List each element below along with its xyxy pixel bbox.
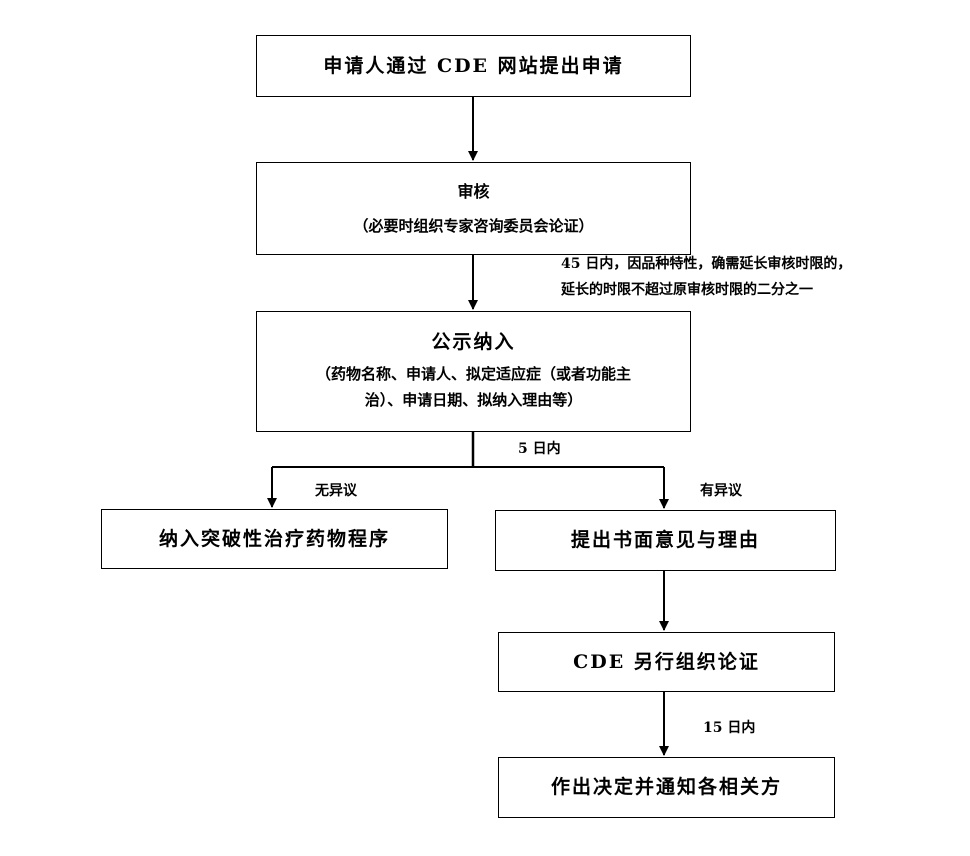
node-decision-text: 作出决定并通知各相关方 [550, 776, 782, 799]
node-publicity: 公示纳入 （药物名称、申请人、拟定适应症（或者功能主 治）、申请日期、拟纳入理由… [256, 311, 691, 432]
node-decision: 作出决定并通知各相关方 [498, 757, 835, 818]
label-review-deadline-line1: 45 日内，因品种特性，确需延长审核时限的， [561, 256, 852, 272]
node-include-text: 纳入突破性治疗药物程序 [158, 527, 390, 550]
node-publicity-line1: （药物名称、申请人、拟定适应症（或者功能主 [315, 365, 631, 384]
label-no-objection: 无异议 [315, 483, 357, 499]
label-publicity-period: 5 日内 [518, 441, 561, 457]
node-objection: 提出书面意见与理由 [495, 510, 836, 571]
node-cde-reassess-text: CDE 另行组织论证 [573, 650, 760, 673]
node-publicity-line2: 治）、申请日期、拟纳入理由等） [364, 390, 583, 409]
label-review-deadline: 45 日内，因品种特性，确需延长审核时限的， 延长的时限不超过原审核时限的二分之… [561, 252, 851, 304]
node-apply-text: 申请人通过 CDE 网站提出申请 [323, 54, 624, 77]
label-review-deadline-line2: 延长的时限不超过原审核时限的二分之一 [561, 281, 813, 298]
node-review-title: 审核 [457, 181, 490, 201]
node-apply: 申请人通过 CDE 网站提出申请 [256, 35, 691, 97]
label-reassess-deadline: 15 日内 [703, 720, 756, 736]
node-include: 纳入突破性治疗药物程序 [101, 509, 448, 569]
node-cde-reassess: CDE 另行组织论证 [498, 632, 835, 692]
node-publicity-title: 公示纳入 [431, 330, 516, 353]
node-review-note: （必要时组织专家咨询委员会论证） [353, 216, 594, 235]
label-has-objection: 有异议 [700, 483, 742, 499]
node-review: 审核 （必要时组织专家咨询委员会论证） [256, 162, 691, 255]
node-objection-text: 提出书面意见与理由 [570, 529, 760, 552]
